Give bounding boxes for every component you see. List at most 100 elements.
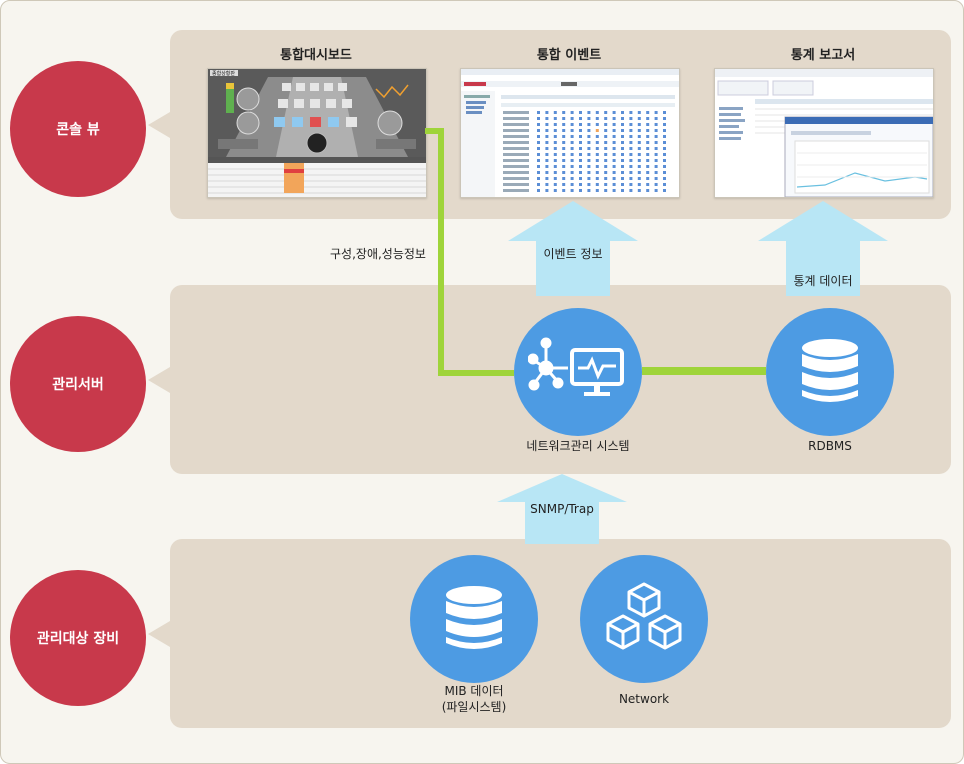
event-grid-cell <box>629 141 633 144</box>
event-grid-row-label <box>503 177 529 180</box>
server-panel-pointer <box>148 367 170 393</box>
event-grid-cell <box>612 141 616 144</box>
network-monitor-icon <box>528 337 624 396</box>
event-grid-cell <box>663 111 666 114</box>
event-grid-cell <box>629 189 633 192</box>
event-grid-cell <box>612 171 616 174</box>
event-grid-cell <box>637 117 641 120</box>
event-grid-row-label <box>503 117 529 120</box>
event-grid-cell <box>537 135 540 138</box>
dashboard-screenshot: 종합상황판 <box>207 68 427 198</box>
event-grid-cell <box>604 129 608 132</box>
event-grid-cell <box>621 141 624 144</box>
event-grid-cell <box>579 147 582 150</box>
event-grid-cell <box>646 129 650 132</box>
event-grid-cell <box>579 129 582 132</box>
event-grid-cell <box>621 159 624 162</box>
event-grid-cell <box>604 117 608 120</box>
event-grid-cell <box>587 141 591 144</box>
event-grid-cell <box>595 183 599 186</box>
event-grid-cell <box>629 177 633 180</box>
console-panel-pointer <box>148 112 170 138</box>
event-grid-cell <box>545 141 549 144</box>
event-grid-cell <box>604 135 608 138</box>
event-grid-cell <box>612 183 616 186</box>
event-grid-row-label <box>503 129 529 132</box>
event-grid-cell <box>537 141 540 144</box>
event-grid-cell <box>579 111 582 114</box>
event-grid-cell <box>545 189 549 192</box>
event-grid-cell <box>629 129 633 132</box>
event-grid-cell <box>545 183 549 186</box>
event-grid-row-label <box>503 165 529 168</box>
event-grid-cell <box>654 177 658 180</box>
event-screen-title: 통합 이벤트 <box>536 48 602 63</box>
event-grid-cell <box>562 123 566 126</box>
event-grid-cell <box>579 165 582 168</box>
event-grid-cell <box>646 147 650 150</box>
event-grid-cell <box>604 189 608 192</box>
event-grid-cell <box>595 159 599 162</box>
event-grid-cell <box>663 177 666 180</box>
stats-data-label: 통계 데이터 <box>793 274 853 288</box>
event-grid-cell <box>637 135 641 138</box>
event-grid-cell <box>537 117 540 120</box>
event-grid-cell <box>612 123 616 126</box>
event-grid-cell <box>637 171 641 174</box>
event-grid-cell <box>629 123 633 126</box>
event-grid-cell <box>553 183 557 186</box>
event-grid-cell <box>537 147 540 150</box>
event-grid-cell <box>553 159 557 162</box>
event-grid-cell <box>595 171 599 174</box>
tier-console-view: 콘솔 뷰 <box>10 61 146 197</box>
event-grid-cell <box>646 135 650 138</box>
event-grid-cell <box>637 159 641 162</box>
event-grid-cell <box>621 129 624 132</box>
event-grid-cell <box>604 171 608 174</box>
event-grid-cell <box>654 135 658 138</box>
event-grid-cell <box>621 183 624 186</box>
event-grid-cell <box>553 135 557 138</box>
event-grid-cell <box>654 111 658 114</box>
event-grid-cell <box>604 147 608 150</box>
event-grid-cell <box>570 159 574 162</box>
event-grid-cell <box>562 165 566 168</box>
event-grid-cell <box>562 135 566 138</box>
event-grid-cell <box>553 123 557 126</box>
event-grid-cell <box>537 111 540 114</box>
event-grid-cell <box>621 135 624 138</box>
event-grid-cell <box>654 123 658 126</box>
event-status-grid <box>503 111 666 192</box>
event-grid-cell <box>654 165 658 168</box>
event-grid-cell <box>654 171 658 174</box>
network-label: Network <box>618 692 670 706</box>
mib-data-label-line1: MIB 데이터 <box>444 684 504 698</box>
database-icon <box>802 339 858 402</box>
stats-data-arrow <box>758 201 888 296</box>
event-grid-cell <box>587 153 591 156</box>
event-grid-cell <box>612 117 616 120</box>
mib-data-node <box>410 555 538 683</box>
event-grid-cell <box>621 177 624 180</box>
event-grid-row-label <box>503 111 529 114</box>
event-grid-cell <box>654 183 658 186</box>
event-grid-cell <box>646 177 650 180</box>
report-screen-title: 통계 보고서 <box>790 48 856 63</box>
event-grid-cell <box>604 177 608 180</box>
event-grid-cell <box>570 135 574 138</box>
event-grid-cell <box>604 183 608 186</box>
event-grid-cell <box>595 129 599 132</box>
mib-data-label-line2: (파일시스템) <box>441 700 507 714</box>
event-screenshot <box>460 68 680 198</box>
event-grid-cell <box>595 117 599 120</box>
event-grid-cell <box>646 165 650 168</box>
event-grid-cell <box>637 141 641 144</box>
event-grid-cell <box>646 123 650 126</box>
event-grid-cell <box>595 111 599 114</box>
dashboard-title: 통합대시보드 <box>280 48 352 63</box>
event-grid-cell <box>545 123 549 126</box>
event-grid-cell <box>579 159 582 162</box>
event-grid-cell <box>579 135 582 138</box>
event-grid-row-label <box>503 183 529 186</box>
event-grid-cell <box>537 189 540 192</box>
